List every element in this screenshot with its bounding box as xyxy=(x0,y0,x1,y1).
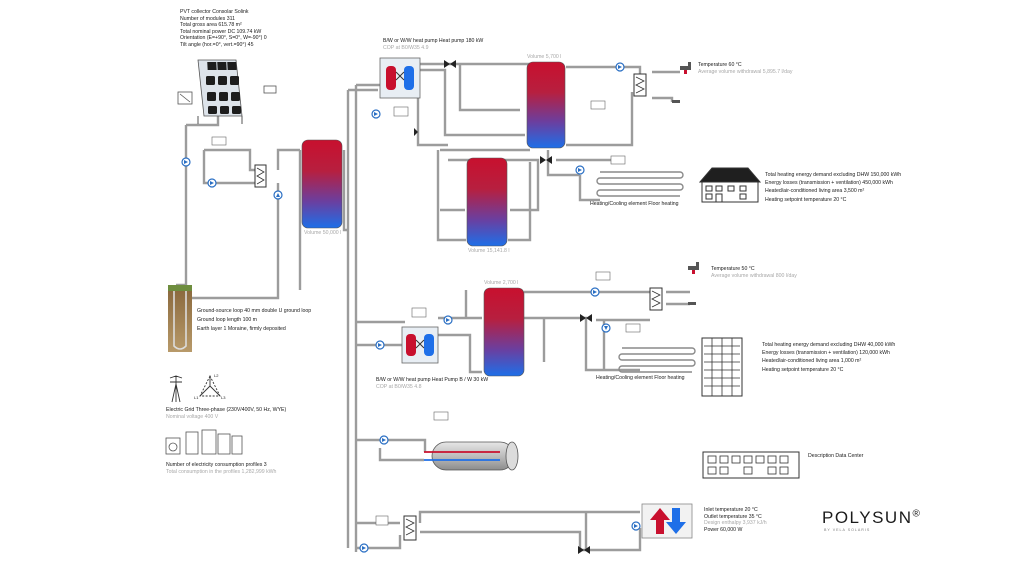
brand-mark: ® xyxy=(912,508,922,520)
building-2-line: Heating setpoint temperature 20 °C xyxy=(762,366,844,373)
tap-1 xyxy=(672,62,691,103)
building-1-line: Heating setpoint temperature 20 °C xyxy=(765,196,847,203)
building-2-icon xyxy=(701,337,743,397)
pvt-line: Total nominal power DC 109.74 kW xyxy=(180,28,262,35)
cooler-design: Design enthalpy 3,937 kJ/h xyxy=(704,520,767,527)
heat-exchanger-dhw2 xyxy=(649,287,663,311)
floor-heating-1-label: Heating/Cooling element Floor heating xyxy=(590,201,679,207)
heat-pump-2-cop: COP at B0/W35 4.8 xyxy=(376,383,422,390)
building-2-line: Total heating energy demand excluding DH… xyxy=(762,342,896,348)
cooler-line: Inlet temperature 20 °C xyxy=(704,507,758,513)
ground-loop-line: Ground loop length 100 m xyxy=(197,317,257,323)
electric-grid-voltage: Nominal voltage 400 V xyxy=(166,413,219,420)
ground-loop-line: Ground-source loop 40 mm double U ground… xyxy=(197,308,312,314)
polysun-logo: POLYSUN® xyxy=(822,508,921,528)
dhw-2-temp: Temperature 50 °C xyxy=(711,266,755,272)
ground-loop-line: Earth layer 1 Moraine, firmly deposited xyxy=(197,326,286,332)
dhw-1-temp: Temperature 60 °C xyxy=(698,62,742,68)
consumption-title: Number of electricity consumption profil… xyxy=(166,462,267,468)
consumption-label: Number of electricity consumption profil… xyxy=(166,462,276,475)
ground-loop-info: Ground-source loop 40 mm double U ground… xyxy=(197,307,311,334)
floor-heating-1 xyxy=(596,171,684,197)
data-center-icon xyxy=(702,451,800,479)
heat-exchanger-dhw1 xyxy=(633,73,647,97)
tank-heating-1-label: Volume 15,141.8 l xyxy=(468,248,510,254)
electric-grid-label: Electric Grid Three-phase (230V/400V, 50… xyxy=(166,407,286,420)
pvt-line: PVT collector Consolar Solink xyxy=(180,9,249,15)
tank-main[interactable] xyxy=(301,139,343,229)
dhw-1-withdrawal: Average volume withdrawal 5,895.7 l/day xyxy=(698,68,793,75)
pvt-line: Number of modules 311 xyxy=(180,15,235,22)
heat-exchanger-cooler xyxy=(403,515,417,541)
phase-l2: L2 xyxy=(214,373,219,378)
floor-heating-2-label: Heating/Cooling element Floor heating xyxy=(596,375,685,381)
building-2-line: Heated/air-conditioned living area 1,000… xyxy=(762,358,862,365)
building-1-info: Total heating energy demand excluding DH… xyxy=(765,171,901,204)
tap-2 xyxy=(688,262,699,305)
phase-l3: L3 xyxy=(221,395,226,400)
storage-cylinder xyxy=(424,441,519,471)
pvt-line: Orientation (E=+90°, S=0°, W=-90°) 0 xyxy=(180,35,267,42)
tank-dhw-1-label: Volume 5,700 l xyxy=(527,54,562,60)
polysun-sub: BY VELA SOLARIS xyxy=(824,528,871,532)
heat-pump-2-label: B/W or W/W heat pump Heat Pump B / W 30 … xyxy=(376,377,488,390)
tank-b[interactable] xyxy=(483,287,525,377)
heat-pump-1[interactable] xyxy=(379,57,421,117)
tank-b-label: Volume 2,700 l xyxy=(484,280,519,286)
building-1-icon xyxy=(698,167,762,203)
cooler-info: Inlet temperature 20 °C Outlet temperatu… xyxy=(704,507,767,533)
ground-loop-icon xyxy=(168,285,192,352)
floor-heating-2 xyxy=(618,347,696,373)
building-2-info: Total heating energy demand excluding DH… xyxy=(762,341,895,374)
dhw-2-label: Temperature 50 °C Average volume withdra… xyxy=(711,266,797,279)
pvt-info: PVT collector Consolar Solink Number of … xyxy=(180,9,267,49)
heat-pump-1-cop: COP at B0/W35 4.9 xyxy=(383,44,429,51)
dhw-1-label: Temperature 60 °C Average volume withdra… xyxy=(698,62,793,75)
heat-exchanger-pvt xyxy=(254,164,267,188)
controllers xyxy=(211,100,641,526)
electric-grid-icon xyxy=(169,374,221,403)
data-center-label: Description Data Center xyxy=(808,453,864,459)
cooler-unit[interactable] xyxy=(641,503,693,539)
tank-heating-1[interactable] xyxy=(466,157,508,247)
cooler-line: Outlet temperature 35 °C xyxy=(704,513,762,520)
heat-pump-2[interactable] xyxy=(401,307,439,364)
heat-pump-1-label: B/W or W/W heat pump Heat pump 180 kW CO… xyxy=(383,38,483,51)
pvt-line: Tilt angle (hor.=0°, vert.=90°) 45 xyxy=(180,41,254,48)
heat-pump-1-title: B/W or W/W heat pump Heat pump 180 kW xyxy=(383,38,484,44)
appliances-icon xyxy=(165,429,243,455)
building-1-line: Energy losses (transmission + ventilatio… xyxy=(765,180,893,187)
pvt-collector xyxy=(177,59,277,124)
building-1-line: Total heating energy demand excluding DH… xyxy=(765,172,902,178)
tank-dhw-1[interactable] xyxy=(526,61,566,149)
tank-main-label: Volume 50,000 l xyxy=(304,230,342,236)
dhw-2-withdrawal: Average volume withdrawal 800 l/day xyxy=(711,272,797,279)
valves xyxy=(414,60,592,554)
consumption-total: Total consumption in the profiles 1,282,… xyxy=(166,468,277,475)
electric-grid-title: Electric Grid Three-phase (230V/400V, 50… xyxy=(166,407,287,413)
brand-name: POLYSUN xyxy=(822,508,913,527)
building-1-line: Heated/air-conditioned living area 3,500… xyxy=(765,188,865,195)
heat-pump-2-title: B/W or W/W heat pump Heat Pump B / W 30 … xyxy=(376,377,489,383)
phase-l1: L1 xyxy=(194,395,199,400)
pvt-line: Total gross area 615.78 m² xyxy=(180,22,242,29)
cooler-power: Power 60,000 W xyxy=(704,526,743,533)
building-2-line: Energy losses (transmission + ventilatio… xyxy=(762,350,890,357)
